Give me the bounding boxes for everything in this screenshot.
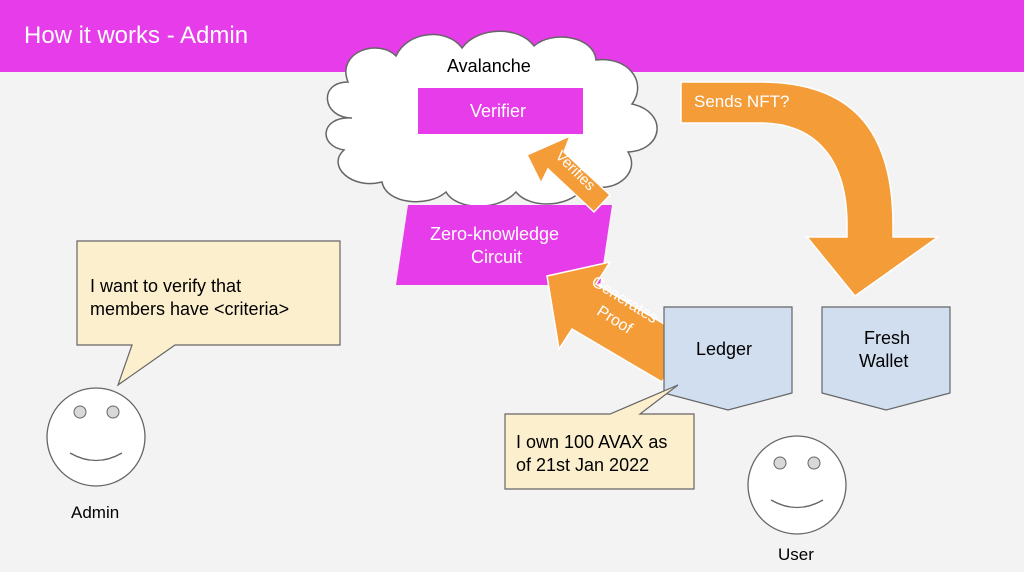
admin-smiley-icon: [46, 387, 146, 487]
sends-nft-label: Sends NFT?: [694, 92, 790, 111]
avalanche-label: Avalanche: [447, 56, 531, 76]
fresh-wallet-shape: [821, 306, 951, 411]
ledger-label: Ledger: [696, 339, 753, 359]
fresh-wallet-label-line1: Fresh: [864, 328, 911, 348]
admin-speech-line2: members have <criteria>: [90, 299, 290, 319]
admin-label: Admin: [71, 503, 120, 522]
user-label: User: [778, 545, 814, 564]
fresh-wallet-label-line2: Wallet: [859, 351, 909, 371]
ledger-shape: [663, 306, 793, 411]
verifier-box: [418, 88, 583, 134]
user-speech-line1: I own 100 AVAX as: [516, 432, 668, 452]
sends-nft-arrow: [680, 81, 941, 298]
zk-circuit-label-line1: Zero-knowledge: [430, 224, 560, 244]
page-title: How it works - Admin: [24, 22, 249, 49]
user-smiley-icon: [747, 435, 847, 535]
admin-speech-line1: I want to verify that: [90, 276, 242, 296]
zk-circuit-shape: [396, 205, 612, 285]
user-speech-callout: [504, 384, 695, 490]
verifies-arrow: [525, 134, 612, 214]
zk-circuit-label-line2: Circuit: [471, 247, 523, 267]
verifier-label: Verifier: [470, 101, 527, 121]
admin-speech-callout: [76, 240, 341, 387]
user-speech-line2: of 21st Jan 2022: [516, 455, 650, 475]
